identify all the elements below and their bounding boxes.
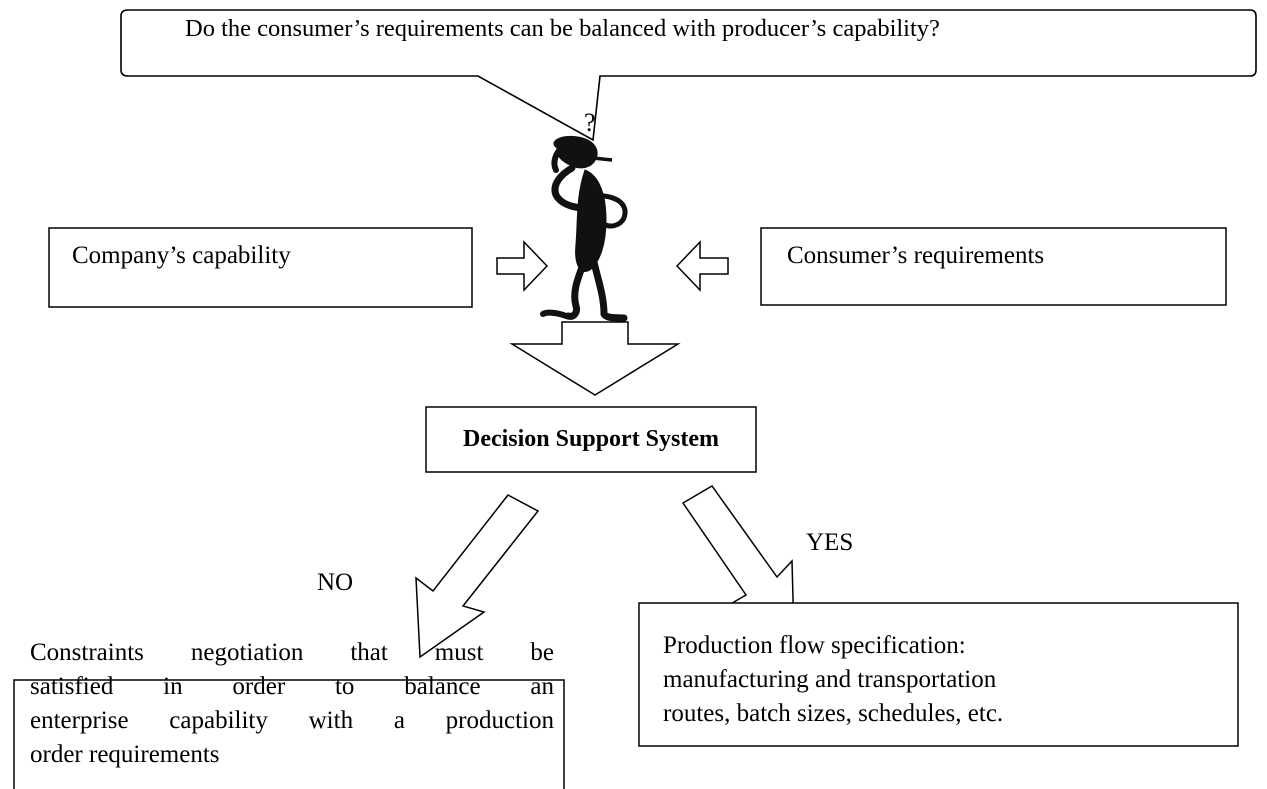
consumer-requirements-label: Consumer’s requirements [787,242,1045,269]
speech-bubble [120,9,1257,142]
no-outcome-line: Constraints negotiation that must be [30,639,554,666]
no-outcome-line: enterprise capability with a production [30,707,554,734]
arrow-left-icon [675,240,729,292]
decision-system-label-wrap: Decision Support System [426,407,756,472]
arrow-down-left-icon [415,494,540,659]
company-capability-box [48,227,473,308]
decision-system-label: Decision Support System [462,426,720,452]
thinker-figure-icon [540,135,628,322]
yes-label: YES [806,529,854,556]
no-outcome-line: satisfied in order to balance an [30,673,554,700]
consumer-requirements-box [760,227,1227,306]
decision-system-box [425,406,757,473]
no-outcome-line: order requirements [30,741,220,768]
yes-outcome-box [638,602,1239,747]
no-outcome-box [13,679,565,789]
arrow-right-icon [496,240,549,292]
no-outcome-text: Constraints negotiation that must be sat… [30,636,554,772]
arrow-down-right-icon [681,485,795,638]
yes-outcome-text: Production flow specification: manufactu… [663,629,1223,731]
yes-outcome-line: manufacturing and transportation [663,666,997,693]
arrow-down-icon [509,321,681,396]
question-mark: ? [584,108,596,137]
company-capability-label: Company’s capability [72,242,291,269]
question-text: Do the consumer’s requirements can be ba… [185,15,940,42]
yes-outcome-line: routes, batch sizes, schedules, etc. [663,700,1004,727]
yes-outcome-line: Production flow specification: [663,632,966,659]
no-label: NO [317,569,354,596]
